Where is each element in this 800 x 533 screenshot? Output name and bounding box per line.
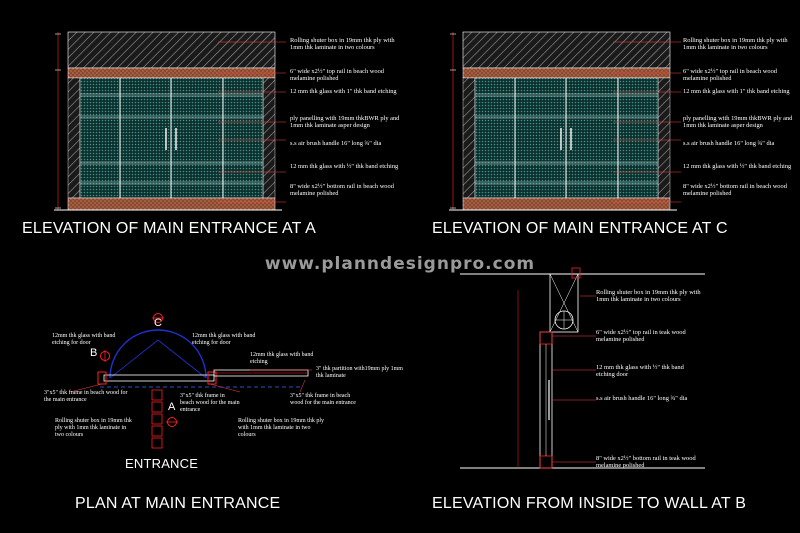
elevation-b-title: ELEVATION FROM INSIDE TO WALL AT B (432, 495, 747, 512)
plan-entrance-label: ENTRANCE (125, 456, 199, 471)
marker-b: B (90, 347, 98, 359)
elev-c-note-handle: s.s air brush handle 16" long ¾" dia (683, 140, 775, 147)
elev-a-note-glass-band: 12 mm thk glass with ½" thk band etching (290, 163, 399, 170)
elev-c-note-glass: 12 mm thk glass with 1" thk band etching (683, 88, 790, 95)
elev-b-note-top-rail: 6" wide x2½" top rail in teak wood melam… (596, 329, 686, 344)
elev-a-note-shutter-box: Rolling shuter box in 19mm thk ply with … (290, 37, 395, 52)
elev-a-note-ply-panelling: ply panelling with 19mm thkBWR ply and 1… (290, 115, 400, 130)
plan-note-shutter-left: Rolling shuter box in 19mm thk ply with … (55, 418, 132, 438)
plan-note-glass-door-left: 12mm thk glass with band etching for doo… (52, 333, 116, 346)
elev-c-note-top-rail: 6" wide x2½" top rail in beach wood mela… (683, 68, 777, 83)
elev-a-note-bottom-rail: 8" wide x2½" bottom rail in beach wood m… (290, 183, 394, 198)
elevation-b-drawing (460, 267, 705, 469)
plan-note-shutter-right: Rolling shuter box in 19mm thk ply with … (238, 418, 325, 438)
marker-c: C (154, 317, 162, 329)
plan-note-partition: 3" thk partition with19mm ply 1mm thk la… (316, 366, 403, 379)
elev-c-note-ply-panelling: ply panelling with 19mm thkBWR ply and 1… (683, 115, 793, 130)
elev-b-note-handle: s.s air brush handle 16" long ¾" dia (596, 395, 688, 402)
elev-b-note-shutter-box: Rolling shuter box in 19mm thk ply with … (596, 289, 701, 304)
elevation-a-drawing (53, 31, 287, 211)
elev-b-note-bottom-rail: 8" wide x2½" bottom rail in teak wood me… (596, 455, 696, 470)
elev-b-note-glass: 12 mm thk glass with ½" thk band etching… (596, 364, 684, 379)
elevation-c-drawing (448, 31, 682, 211)
elev-a-note-glass: 12 mm thk glass with 1" thk band etching (290, 88, 397, 95)
plan-drawing (69, 313, 312, 449)
elev-c-note-glass-band: 12 mm thk glass with ½" thk band etching (683, 163, 792, 170)
plan-note-glass-band: 12mm thk glass with band etching (250, 352, 314, 365)
plan-note-frame-center: 3"x5" thk frame in beach wood for the ma… (180, 393, 240, 413)
elev-a-note-top-rail: 6" wide x2½" top rail in beach wood mela… (290, 68, 384, 83)
elevation-c-title: ELEVATION OF MAIN ENTRANCE AT C (432, 220, 728, 237)
elev-c-note-bottom-rail: 8" wide x2½" bottom rail in beach wood m… (683, 183, 787, 198)
elev-a-note-handle: s.s air brush handle 16" long ¾" dia (290, 140, 382, 147)
marker-a: A (168, 401, 176, 413)
plan-note-frame-right: 3"x5" thk frame in beach wood for the ma… (290, 393, 356, 406)
watermark: www.planndesignpro.com (264, 254, 536, 274)
elevation-a-title: ELEVATION OF MAIN ENTRANCE AT A (22, 220, 316, 237)
elev-c-note-shutter-box: Rolling shuter box in 19mm thk ply with … (683, 37, 788, 52)
plan-note-frame-left: 3"x5" thk frame in beach wood for the ma… (44, 390, 128, 403)
plan-title: PLAN AT MAIN ENTRANCE (75, 495, 281, 512)
plan-note-glass-door-right: 12mm thk glass with band etching for doo… (192, 333, 256, 346)
